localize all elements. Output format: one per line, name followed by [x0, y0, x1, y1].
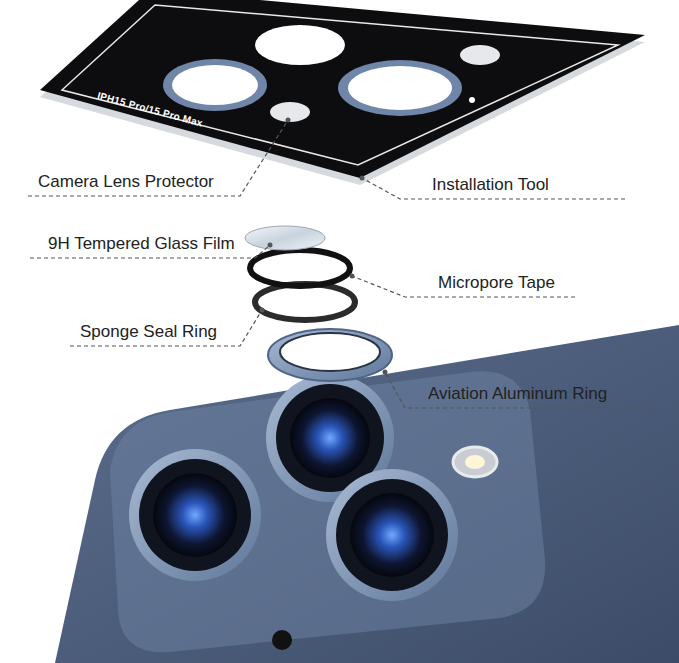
- aluminum-ring: [268, 329, 392, 381]
- part-label: Micropore Tape: [438, 273, 555, 293]
- lens-ring: [326, 469, 458, 601]
- lens-bezel: [336, 479, 448, 591]
- leader-dots: [260, 118, 388, 375]
- phone-body: [55, 325, 679, 663]
- camera-bump: [110, 371, 545, 652]
- leader-dot: [260, 308, 265, 313]
- leader-dot: [286, 118, 291, 123]
- leader-lines: [28, 120, 650, 408]
- protector-plate: [40, 0, 645, 178]
- lens-protector-ring: [163, 59, 267, 111]
- camera-lens: [129, 449, 261, 581]
- lens-glass: [290, 398, 370, 478]
- part-label: 9H Tempered Glass Film: [48, 234, 235, 254]
- lens-protector-glass: [172, 65, 258, 105]
- part-label: Sponge Seal Ring: [80, 322, 217, 342]
- microphone-hole: [272, 630, 292, 650]
- leader-dot: [268, 243, 273, 248]
- aluminum-ring-inner: [280, 333, 380, 371]
- lens-bezel: [139, 459, 251, 571]
- leader-line: [70, 310, 262, 346]
- leader-dot: [383, 370, 388, 375]
- leader-dot: [350, 274, 355, 279]
- sponge-seal-ring: [255, 284, 355, 320]
- leader-line: [28, 120, 288, 196]
- plate-hole: [460, 45, 500, 65]
- flash: [453, 447, 497, 477]
- flash-lamp: [465, 455, 485, 469]
- lens-glass: [153, 473, 237, 557]
- lens-protector-ring: [338, 60, 462, 116]
- plate-hole: [255, 25, 345, 65]
- plate-dot: [469, 97, 475, 103]
- micropore-tape: [250, 250, 350, 286]
- part-label: Installation Tool: [432, 175, 549, 195]
- leader-line: [385, 372, 650, 408]
- glass-film: [245, 226, 325, 250]
- leader-dot: [360, 176, 365, 181]
- lens-ring: [129, 449, 261, 581]
- plate-guide-line: [62, 5, 618, 165]
- plate-hole: [270, 102, 310, 122]
- lens-protector-glass: [348, 66, 452, 110]
- lens-glass: [350, 493, 434, 577]
- part-label: Aviation Aluminum Ring: [428, 384, 607, 404]
- camera-lens: [326, 469, 458, 601]
- part-label: Camera Lens Protector: [38, 172, 214, 192]
